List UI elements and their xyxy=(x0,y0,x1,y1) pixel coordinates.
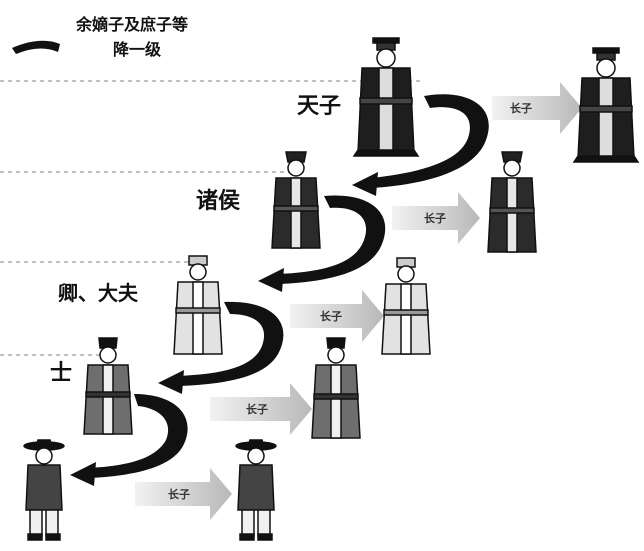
commoner-figure xyxy=(23,439,65,541)
legend-curve-icon xyxy=(12,40,60,54)
inheritance-arrow-shi: 长子 xyxy=(210,383,312,435)
emperor-heir-figure xyxy=(572,47,640,163)
inheritance-label-shi: 长子 xyxy=(246,402,268,416)
rank-label-tianzi: 天子 xyxy=(297,94,341,119)
inheritance-label-qing-dafu: 长子 xyxy=(320,309,342,323)
legend: 余嫡子及庶子等 降一级 xyxy=(12,15,188,59)
minister-figure xyxy=(173,255,223,355)
scholar-heir-figure xyxy=(311,337,361,439)
demotion-arrow-1 xyxy=(352,94,489,196)
demotion-arrow-2 xyxy=(258,195,386,292)
legend-line-1: 余嫡子及庶子等 xyxy=(75,15,188,34)
rank-label-qing-dafu: 卿、大夫 xyxy=(58,281,139,305)
legend-line-2: 降一级 xyxy=(113,40,162,59)
rank-label-shi: 士 xyxy=(50,361,72,386)
commoner-heir-figure xyxy=(235,439,277,541)
demotion-arrow-3 xyxy=(158,301,284,394)
figures xyxy=(23,37,640,541)
demotion-arrows xyxy=(70,94,489,486)
inheritance-label-tianzi: 长子 xyxy=(510,101,532,115)
rank-separators xyxy=(0,80,420,356)
inheritance-label-zhuhou: 长子 xyxy=(424,211,446,225)
minister-heir-figure xyxy=(381,257,431,355)
inheritance-label-shuren: 长子 xyxy=(168,487,190,501)
inheritance-arrow-tianzi: 长子 xyxy=(492,82,582,134)
rank-labels: 天子 诸侯 卿、大夫 士 xyxy=(50,94,341,386)
rank-label-zhuhou: 诸侯 xyxy=(196,188,240,214)
scholar-figure xyxy=(83,337,133,435)
inheritance-arrow-qing-dafu: 长子 xyxy=(290,290,384,342)
inheritance-arrows: 长子 长子 长子 长子 长子 xyxy=(135,82,582,520)
lord-figure xyxy=(271,151,321,249)
demotion-arrow-4 xyxy=(70,394,188,486)
emperor-figure xyxy=(352,37,420,157)
inheritance-arrow-shuren: 长子 xyxy=(135,468,232,520)
inheritance-arrow-zhuhou: 长子 xyxy=(392,192,480,244)
lord-heir-figure xyxy=(487,151,537,253)
